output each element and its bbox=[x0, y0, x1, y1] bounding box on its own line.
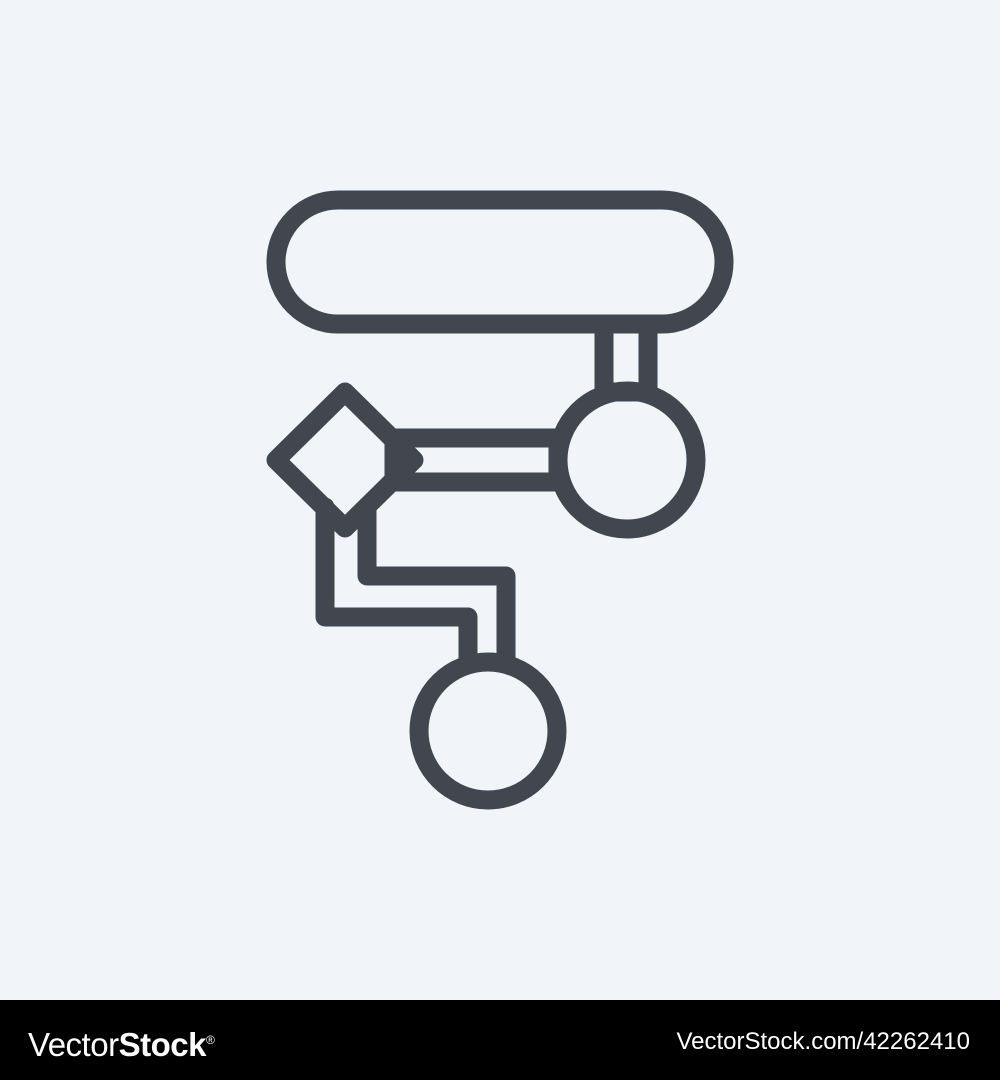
right-circle-node bbox=[548, 381, 706, 539]
connector-middle bbox=[384, 428, 568, 492]
brand-logo: VectorStock® bbox=[28, 1018, 215, 1067]
brand-prefix: Vector bbox=[28, 1026, 119, 1063]
connector-bottom bbox=[315, 497, 516, 668]
brand-suffix: Stock bbox=[118, 1026, 207, 1063]
flowchart-icon bbox=[266, 190, 734, 810]
brand-mark: ® bbox=[205, 1033, 215, 1047]
decision-diamond bbox=[266, 382, 424, 538]
image-id: VectorStock.com/42262410 bbox=[676, 1028, 970, 1055]
bottom-circle-node bbox=[409, 652, 567, 810]
icon-canvas bbox=[0, 0, 1000, 1000]
watermark-bar: VectorStock® VectorStock.com/42262410 bbox=[0, 1000, 1000, 1080]
terminator-shape bbox=[266, 190, 734, 334]
